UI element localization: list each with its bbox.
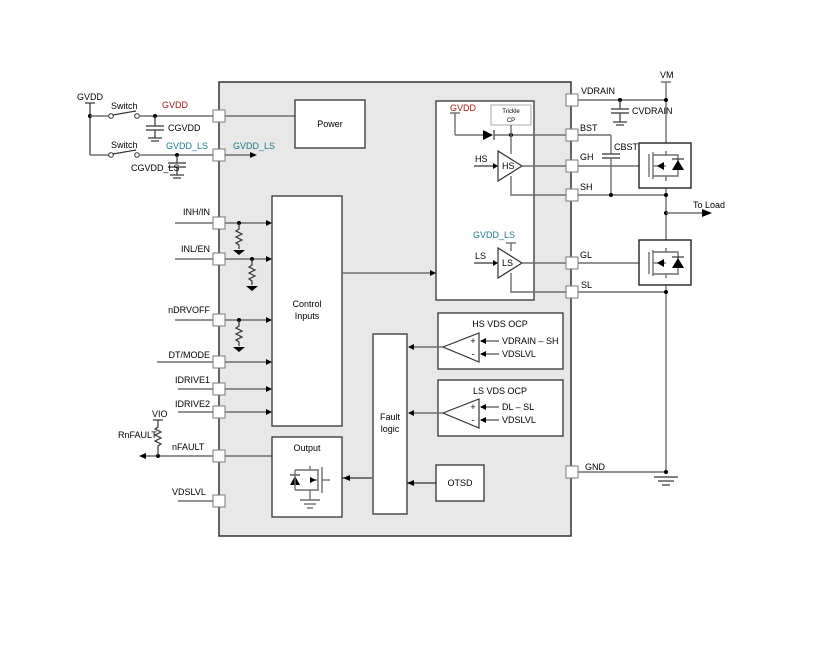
bootstrap-diode-icon xyxy=(450,112,566,154)
r-nfault-label: RnFAULT xyxy=(118,430,157,440)
pin-label-gl: GL xyxy=(580,250,592,260)
otsd-label: OTSD xyxy=(447,478,473,488)
vio-label: VIO xyxy=(152,409,168,419)
ls-ocp-title: LS VDS OCP xyxy=(473,386,527,396)
pin-idrive2 xyxy=(212,405,226,419)
switch-1 xyxy=(134,113,140,119)
trickle-cp-label-1: Trickle xyxy=(502,109,520,115)
pin-label-gh: GH xyxy=(580,152,594,162)
pin-vdrain xyxy=(565,93,579,107)
pin-sl xyxy=(565,285,579,299)
pin-label-nfault: nFAULT xyxy=(172,442,205,452)
ls-amp-label: LS xyxy=(502,258,513,268)
ls-mosfet-icon xyxy=(638,239,692,286)
driver-gvdd-label: GVDD xyxy=(450,103,477,113)
power-label: Power xyxy=(317,119,343,129)
hs-comp-minus: - xyxy=(472,349,475,359)
gvdd-supply-network xyxy=(85,102,213,179)
pin-gvdd xyxy=(212,109,226,123)
pin-nfault xyxy=(212,449,226,463)
ls-input-label: LS xyxy=(475,251,486,261)
gvdd-source-label: GVDD xyxy=(77,92,104,102)
c-gvdd-label: CGVDD xyxy=(168,123,201,133)
ls-ocp-minus-input: VDSLVL xyxy=(502,415,536,425)
pin-label-sl: SL xyxy=(581,280,592,290)
pin-inl-en xyxy=(212,252,226,266)
pin-inh-in xyxy=(212,216,226,230)
hs-comp-plus: + xyxy=(470,336,475,346)
to-load-label: To Load xyxy=(693,200,725,210)
pin-gl xyxy=(565,256,579,270)
pin-dt-mode xyxy=(212,355,226,369)
c-gvdd-ls-label: CGVDD_LS xyxy=(131,163,180,173)
ls-ocp-plus-input: DL – SL xyxy=(502,402,534,412)
pin-vdslvl xyxy=(212,494,226,508)
control-inputs-label-1: Control xyxy=(292,299,321,309)
pin-label-idrive2: IDRIVE2 xyxy=(175,399,210,409)
c-bst-label: CBST xyxy=(614,142,639,152)
switch-2 xyxy=(134,152,140,158)
fault-logic-label-1: Fault xyxy=(380,412,401,422)
gvdd-ls-net-label: GVDD_LS xyxy=(166,141,208,151)
pin-gnd xyxy=(565,465,579,479)
gate-driver-block xyxy=(435,100,535,301)
power-block xyxy=(294,99,366,149)
pin-label-ndrvoff: nDRVOFF xyxy=(168,305,210,315)
pin-label-gnd: GND xyxy=(585,462,606,472)
switch-2-label: Switch xyxy=(111,140,138,150)
pin-label-inh-in: INH/IN xyxy=(183,207,210,217)
pin-sh xyxy=(565,188,579,202)
pin-label-idrive1: IDRIVE1 xyxy=(175,375,210,385)
ls-comp-plus: + xyxy=(470,402,475,412)
pin-label-dt-mode: DT/MODE xyxy=(169,350,211,360)
control-inputs-block xyxy=(271,195,343,427)
gvdd-net-label: GVDD xyxy=(162,100,189,110)
pin-label-bst: BST xyxy=(580,123,598,133)
fault-logic-block xyxy=(372,333,408,515)
pin-label-vdrain: VDRAIN xyxy=(581,86,615,96)
pin-bst xyxy=(565,128,579,142)
gvdd-ls-internal-label: GVDD_LS xyxy=(233,141,275,151)
output-mosfet-icon xyxy=(290,466,330,509)
control-inputs-label-2: Inputs xyxy=(295,311,320,321)
pin-label-sh: SH xyxy=(580,182,593,192)
pin-gvdd-ls xyxy=(212,148,226,162)
output-label: Output xyxy=(293,443,321,453)
hs-ocp-minus-input: VDSLVL xyxy=(502,349,536,359)
hs-amp-label: HS xyxy=(502,161,515,171)
pin-ndrvoff xyxy=(212,313,226,327)
switch-1-label: Switch xyxy=(111,101,138,111)
pin-gh xyxy=(565,159,579,173)
hs-mosfet-icon xyxy=(638,142,692,189)
hs-input-label: HS xyxy=(475,154,488,164)
trickle-cp-label-2: CP xyxy=(507,118,515,124)
pin-label-vdslvl: VDSLVL xyxy=(172,487,206,497)
driver-gvdd-ls-label: GVDD_LS xyxy=(473,230,515,240)
hs-ocp-plus-input: VDRAIN – SH xyxy=(502,336,559,346)
c-vdrain-label: CVDRAIN xyxy=(632,106,673,116)
hs-comparator-icon xyxy=(441,332,480,363)
pin-idrive1 xyxy=(212,382,226,396)
ls-comp-minus: - xyxy=(472,415,475,425)
pin-label-inl-en: INL/EN xyxy=(181,244,210,254)
fault-logic-label-2: logic xyxy=(381,424,400,434)
hs-ocp-title: HS VDS OCP xyxy=(472,319,528,329)
vm-label: VM xyxy=(660,70,674,80)
ls-comparator-icon xyxy=(441,398,480,429)
